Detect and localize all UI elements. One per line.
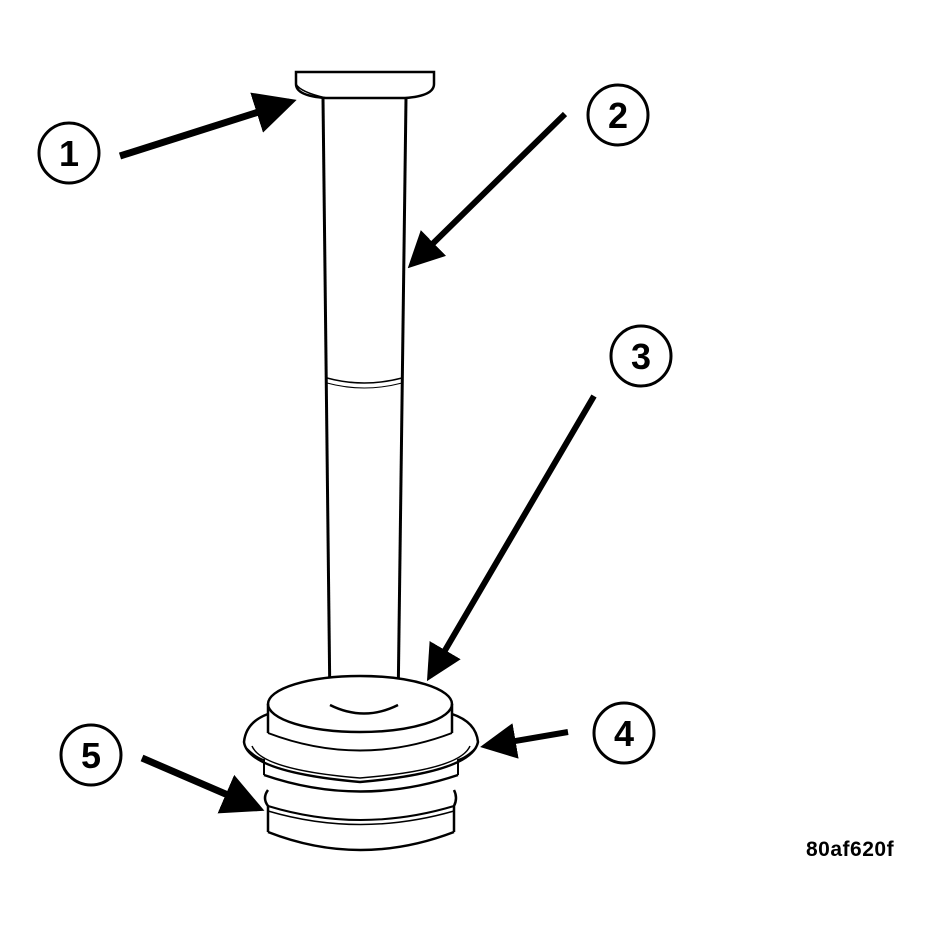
handle-cap [294, 70, 436, 100]
callout-5: 5 [59, 723, 123, 787]
svg-text:2: 2 [608, 95, 628, 136]
callout-1: 1 [37, 121, 101, 185]
installer-pilot [263, 789, 458, 852]
figure-id-label: 80af620f [806, 838, 895, 861]
svg-text:4: 4 [614, 713, 634, 754]
callout-4: 4 [592, 701, 656, 765]
arrow-5 [140, 754, 265, 814]
svg-text:3: 3 [631, 336, 651, 377]
svg-text:1: 1 [59, 133, 79, 174]
callout-2: 2 [586, 83, 650, 147]
svg-text:5: 5 [81, 735, 101, 776]
arrow-1 [118, 92, 297, 160]
seal-flange [242, 712, 480, 793]
driver-shaft [321, 97, 408, 709]
installer-body [266, 674, 454, 752]
arrow-3 [426, 394, 597, 682]
arrow-4 [480, 723, 569, 759]
arrow-2 [407, 111, 568, 269]
callout-3: 3 [609, 324, 673, 388]
